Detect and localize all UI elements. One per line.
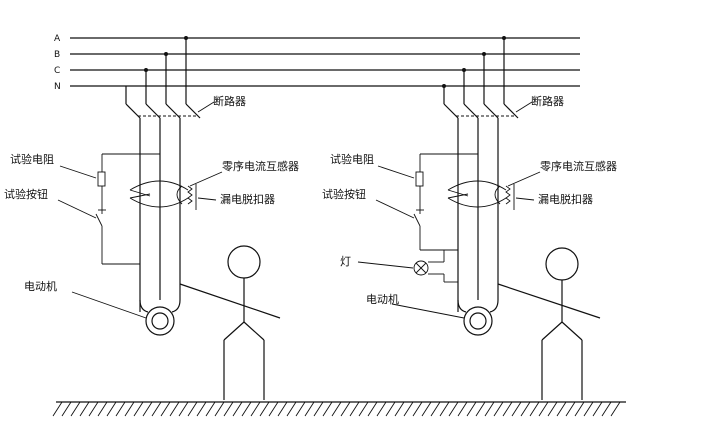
breaker-label: 断路器 xyxy=(213,94,246,108)
test-resistor-label: 试验电阻 xyxy=(330,152,374,166)
test-button-leader xyxy=(375,199,415,219)
trip-coil-symbol xyxy=(505,185,511,205)
test-button-symbol xyxy=(413,209,424,250)
left-circuit: 断路器 试验电阻 试验按钮 零序电流互感器 xyxy=(4,36,299,400)
test-button-leader xyxy=(57,199,97,219)
bus-label-c: C xyxy=(54,66,60,76)
ct-core xyxy=(494,185,501,205)
motor-symbol xyxy=(469,312,487,330)
bus-label-b: B xyxy=(54,50,60,60)
breaker-leader xyxy=(197,101,215,113)
breaker-leader xyxy=(515,101,533,113)
breaker-symbol xyxy=(443,103,519,119)
trip-leader xyxy=(197,197,217,201)
person-figure xyxy=(497,247,601,400)
motor-symbol xyxy=(463,306,493,336)
ct-core xyxy=(176,185,183,205)
bus-label-n: N xyxy=(54,82,61,92)
ground-line xyxy=(52,401,626,417)
ct-core xyxy=(129,197,189,208)
test-resistor-symbol xyxy=(415,171,424,187)
ct-core xyxy=(129,193,151,199)
trip-leader xyxy=(515,197,535,201)
test-resistor-label: 试验电阻 xyxy=(10,152,54,166)
test-button-symbol xyxy=(95,209,106,264)
lamp-leader xyxy=(357,261,414,269)
motor-symbol xyxy=(145,306,175,336)
ct-core xyxy=(447,180,507,191)
motor-leader xyxy=(71,291,147,319)
bus-bars: A B C N xyxy=(54,34,580,92)
person-figure xyxy=(179,245,281,400)
test-button-label: 试验按钮 xyxy=(322,187,366,201)
ct-core xyxy=(129,180,189,191)
ct-core xyxy=(447,193,469,199)
motor-label: 电动机 xyxy=(24,279,57,293)
test-resistor-symbol xyxy=(97,171,106,187)
ct-leader xyxy=(507,171,541,187)
motor-label: 电动机 xyxy=(366,292,399,306)
motor-lead xyxy=(489,299,499,313)
breaker-symbol xyxy=(125,103,201,119)
breaker-label: 断路器 xyxy=(531,94,564,108)
motor-lead xyxy=(139,299,149,313)
ground-hatching xyxy=(52,401,621,417)
ct-label: 零序电流互感器 xyxy=(540,159,617,173)
trip-label: 漏电脱扣器 xyxy=(220,192,275,206)
test-resistor-leader xyxy=(377,165,415,179)
trip-label: 漏电脱扣器 xyxy=(538,192,593,206)
bus-label-a: A xyxy=(54,34,61,44)
motor-lead xyxy=(457,299,467,313)
motor-leader xyxy=(391,303,465,319)
test-button-label: 试验按钮 xyxy=(4,187,48,201)
test-resistor-leader xyxy=(59,165,97,179)
motor-lead xyxy=(171,299,181,313)
lamp-symbol xyxy=(415,262,427,274)
lamp-symbol xyxy=(413,260,429,276)
right-circuit: 断路器 试验电阻 试验按钮 灯 xyxy=(322,36,617,400)
lamp-label: 灯 xyxy=(340,255,351,268)
trip-coil-symbol xyxy=(187,185,193,205)
ct-leader xyxy=(189,171,223,187)
ct-label: 零序电流互感器 xyxy=(222,159,299,173)
ct-core xyxy=(447,197,507,208)
motor-symbol xyxy=(151,312,169,330)
